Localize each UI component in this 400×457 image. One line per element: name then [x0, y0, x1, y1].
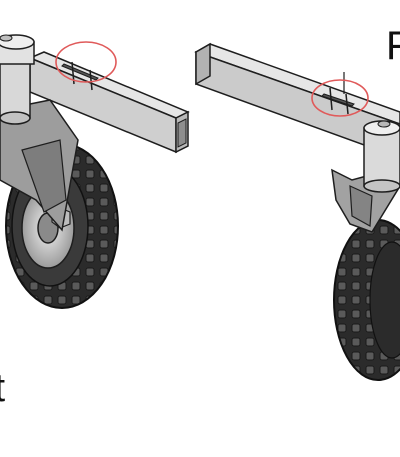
left-kingpin — [0, 34, 35, 125]
caption-right-view: F — [386, 24, 400, 68]
right-kingpin — [363, 120, 400, 193]
caption-left-view: t — [0, 368, 5, 408]
right-highlight-circle — [311, 79, 369, 117]
left-caster-assembly — [0, 34, 190, 309]
right-caster-assembly — [194, 42, 400, 381]
right-square-tube — [194, 42, 400, 159]
left-square-tube — [28, 51, 190, 154]
left-highlight-circle — [55, 41, 117, 83]
left-fork-bracket — [0, 99, 79, 232]
right-wheel — [333, 219, 400, 381]
